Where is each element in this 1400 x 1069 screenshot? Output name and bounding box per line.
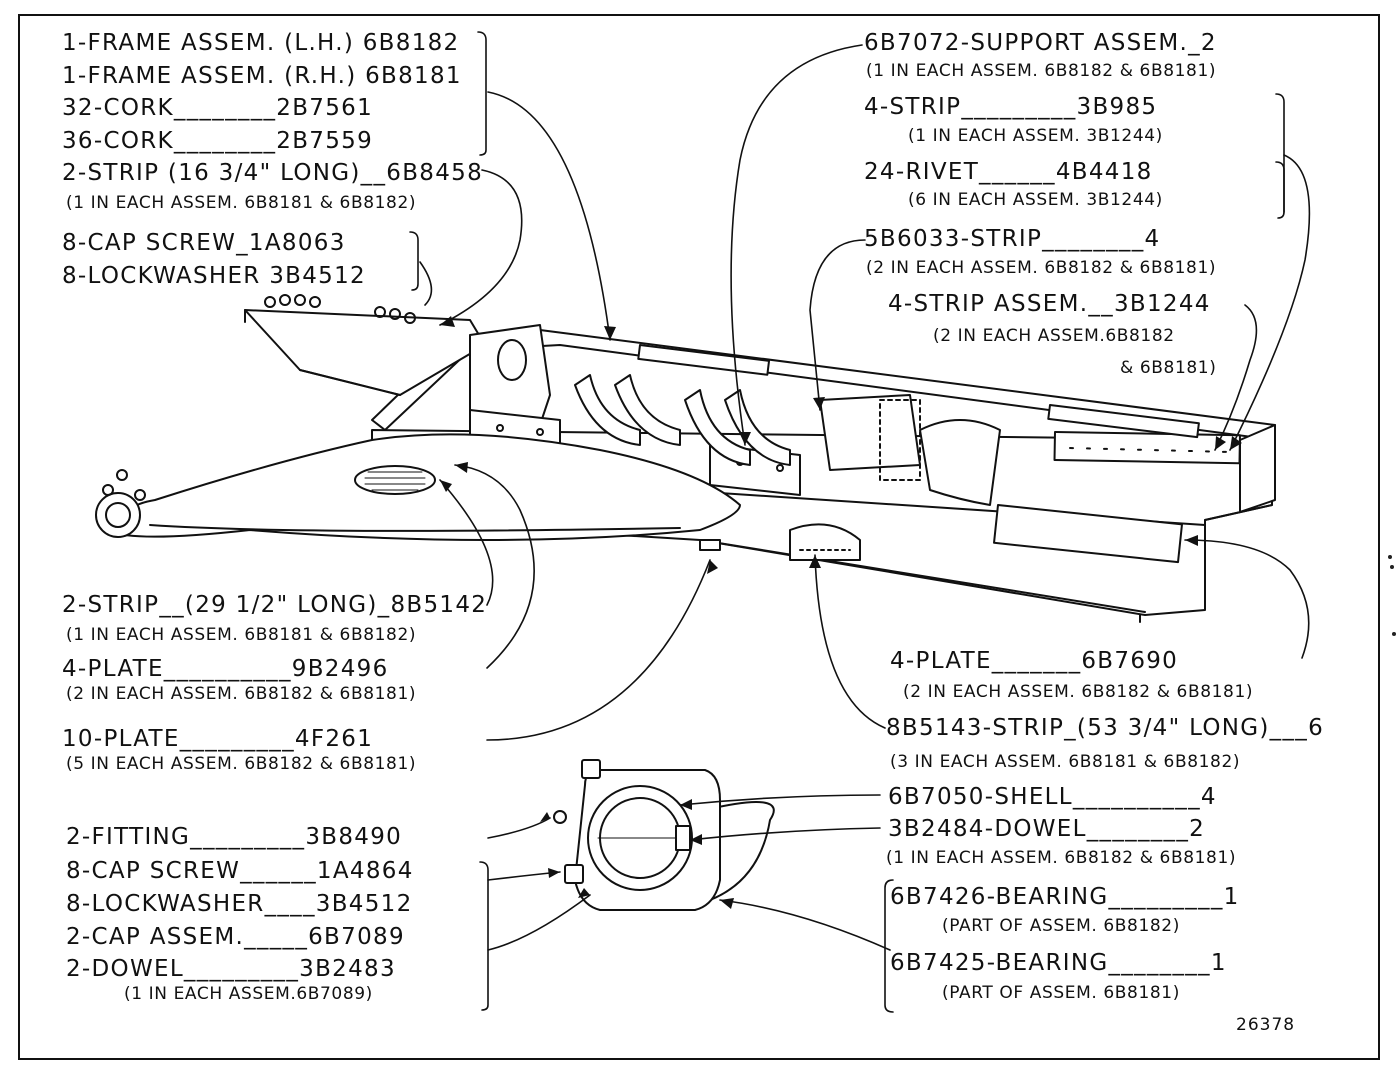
callout-rivet-note: (6 IN EACH ASSEM. 3B1244): [908, 190, 1163, 210]
scan-speck: [1390, 565, 1394, 569]
top-strip: [637, 344, 771, 376]
callout-strip-5334: 8B5143-STRIP_(53 3/4" LONG)___6: [886, 715, 1325, 741]
scan-speck: [1392, 632, 1396, 636]
bottom-plate-4f261: [699, 539, 721, 551]
callout-strip-2912-note: (1 IN EACH ASSEM. 6B8181 & 6B8182): [66, 625, 417, 645]
callout-plate-6b: 4-PLATE_______6B7690: [890, 648, 1179, 674]
callout-cork-32: 32-CORK________2B7561: [62, 95, 374, 121]
callout-frame-lh: 1-FRAME ASSEM. (L.H.) 6B8182: [62, 30, 460, 56]
figure-number: 26378: [1236, 1015, 1296, 1035]
scan-speck: [1388, 555, 1392, 559]
frame-assembly: [95, 294, 1276, 623]
cap-screws: [264, 294, 416, 324]
callout-lockwasher-a: 8-LOCKWASHER 3B4512: [62, 263, 366, 289]
callout-bearing-25-note: (PART OF ASSEM. 6B8181): [942, 983, 1180, 1003]
callout-fitting: 2-FITTING_________3B8490: [66, 824, 403, 850]
strip-assembly-3b1244: [1053, 431, 1241, 465]
lower-strip: [993, 503, 1183, 564]
callout-strip-assem: 4-STRIP ASSEM.__3B1244: [888, 291, 1211, 317]
callout-dowel-3b: 3B2484-DOWEL________2: [888, 816, 1206, 842]
callout-dowel-2: 2-DOWEL_________3B2483: [66, 956, 396, 982]
hatched-opening: [354, 465, 436, 495]
callout-strip-4: 4-STRIP_________3B985: [864, 94, 1158, 120]
callout-plate-6b-note: (2 IN EACH ASSEM. 6B8182 & 6B8181): [903, 682, 1254, 702]
label-brackets: [409, 31, 1285, 1013]
callout-support: 6B7072-SUPPORT ASSEM._2: [864, 30, 1217, 56]
right-cradle: [919, 419, 1001, 506]
callout-strip-4-note: (1 IN EACH ASSEM. 3B1244): [908, 126, 1163, 146]
callout-frame-rh: 1-FRAME ASSEM. (R.H.) 6B8181: [62, 63, 462, 89]
middle-plate-block: [819, 394, 921, 471]
callout-plate-9b: 4-PLATE__________9B2496: [62, 656, 389, 682]
callout-support-note: (1 IN EACH ASSEM. 6B8182 & 6B8181): [866, 61, 1217, 81]
callout-dowel-3b-note: (1 IN EACH ASSEM. 6B8182 & 6B8181): [886, 848, 1237, 868]
frame-left-bracket: [244, 309, 486, 396]
callout-strip-5b-note: (2 IN EACH ASSEM. 6B8182 & 6B8181): [866, 258, 1217, 278]
callout-plate-4f-note: (5 IN EACH ASSEM. 6B8182 & 6B8181): [66, 754, 417, 774]
bottom-plate-9b2496: [789, 523, 861, 561]
callout-strip-2912: 2-STRIP__(29 1/2" LONG)_8B5142: [62, 592, 488, 618]
grease-fitting: [553, 810, 567, 824]
frame-end-face: [1239, 424, 1276, 513]
tapered-arm: [124, 433, 741, 541]
cork-cradles: [574, 374, 791, 466]
arm-end-fitting: [95, 492, 141, 538]
callout-strip-5b: 5B6033-STRIP________4: [864, 226, 1161, 252]
callout-cork-36: 36-CORK________2B7559: [62, 128, 374, 154]
callout-strip-1634-note: (1 IN EACH ASSEM. 6B8181 & 6B8182): [66, 193, 417, 213]
callout-cap-screw-a: 8-CAP SCREW_1A8063: [62, 230, 346, 256]
callout-lockwasher-b: 8-LOCKWASHER____3B4512: [66, 891, 413, 917]
callout-cap-screw-b: 8-CAP SCREW______1A4864: [66, 858, 414, 884]
callout-strip-assem-note2: & 6B8181): [1120, 358, 1217, 378]
leader-lines: [419, 44, 1311, 951]
callout-cap-assem: 2-CAP ASSEM._____6B7089: [66, 924, 405, 950]
arrowheads: [440, 316, 1242, 909]
figure-border: [18, 14, 1380, 1060]
bearing-cap-assembly: [553, 759, 775, 911]
callout-bearing-26: 6B7426-BEARING_________1: [890, 884, 1240, 910]
callout-strip-5334-note: (3 IN EACH ASSEM. 6B8181 & 6B8182): [890, 752, 1241, 772]
callout-rivet: 24-RIVET______4B4418: [864, 159, 1153, 185]
callout-bearing-25: 6B7425-BEARING________1: [890, 950, 1227, 976]
callout-plate-9b-note: (2 IN EACH ASSEM. 6B8182 & 6B8181): [66, 684, 417, 704]
callout-dowel-2-note: (1 IN EACH ASSEM.6B7089): [124, 984, 373, 1004]
callout-strip-1634: 2-STRIP (16 3/4" LONG)__6B8458: [62, 160, 484, 186]
callout-bearing-26-note: (PART OF ASSEM. 6B8182): [942, 916, 1180, 936]
callout-plate-4f: 10-PLATE_________4F261: [62, 726, 374, 752]
callout-shell: 6B7050-SHELL__________4: [888, 784, 1217, 810]
callout-strip-assem-note1: (2 IN EACH ASSEM.6B8182: [933, 326, 1175, 346]
